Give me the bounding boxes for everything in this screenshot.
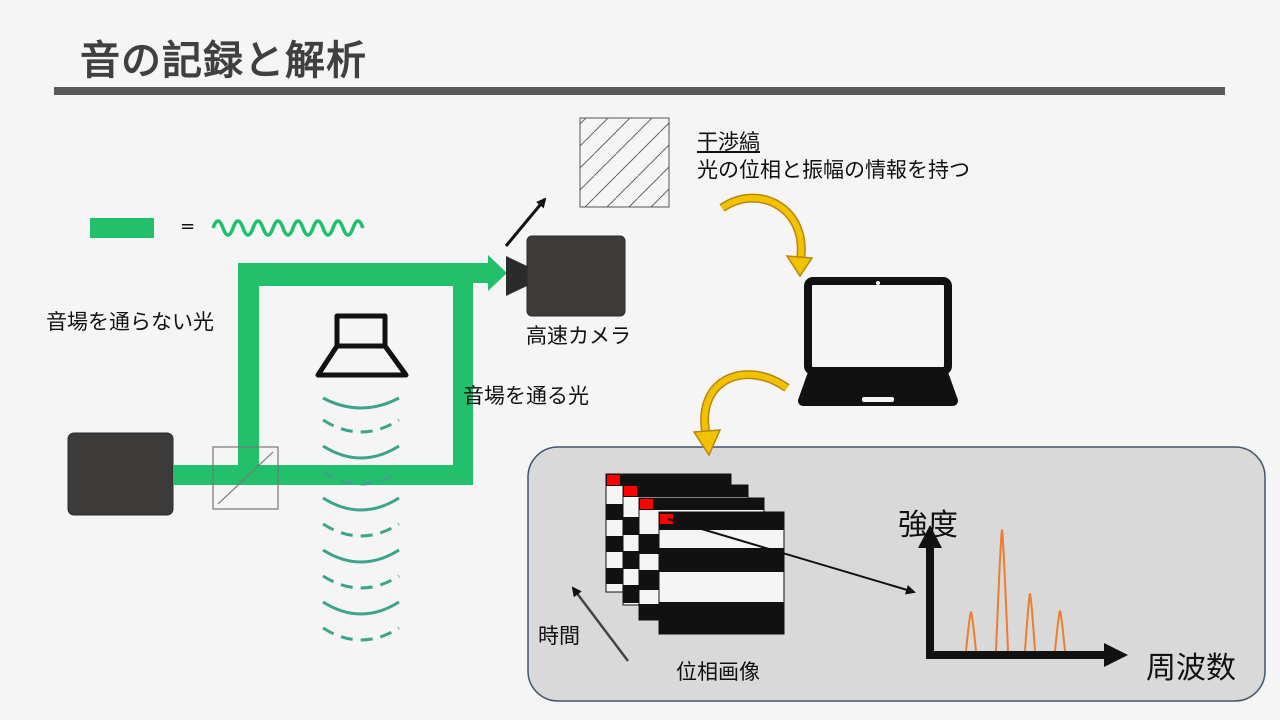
speaker-icon: [315, 313, 409, 378]
label-intensity-axis: 強度: [898, 508, 958, 543]
label-light-through-field: 音場を通る光: [463, 384, 589, 408]
label-interferogram-desc: 光の位相と振幅の情報を持つ: [697, 158, 970, 182]
camera-output-arrow: [504, 197, 547, 247]
label-interferogram-title: 干渉縞: [697, 130, 760, 154]
camera-icon: [506, 235, 626, 317]
label-light-no-field: 音場を通らない光: [46, 310, 214, 334]
spectrum-peaks: [965, 528, 1066, 652]
phase-image-frame: [658, 511, 785, 635]
pixel-marker: [624, 486, 637, 496]
label-camera: 高速カメラ: [526, 324, 631, 348]
interferogram-image: [579, 117, 670, 208]
pixel-to-spectrum-arrow: [667, 518, 916, 595]
phase-image-stack: [605, 473, 785, 635]
label-frequency-axis: 周波数: [1146, 651, 1236, 686]
laser-source: [67, 432, 174, 516]
beam-splitter-icon: [212, 446, 279, 510]
legend-wave: [211, 219, 365, 237]
pixel-marker: [607, 475, 620, 485]
label-phase-images: 位相画像: [676, 660, 760, 684]
flow-arrow-to-laptop: [719, 193, 814, 278]
page-title: 音の記録と解析: [80, 38, 367, 84]
laptop-icon: [798, 277, 958, 406]
sound-waves: [322, 396, 400, 642]
label-time-axis: 時間: [538, 624, 580, 648]
light-beam-paths: [173, 255, 507, 485]
spectrum-axes: [918, 525, 1128, 667]
flow-arrow-to-analysis: [692, 370, 790, 457]
title-divider: [54, 87, 1225, 95]
time-arrow: [571, 586, 629, 662]
pixel-marker: [660, 514, 673, 524]
legend-beam: [90, 218, 154, 238]
pixel-marker: [640, 499, 653, 509]
legend-equals: =: [180, 216, 196, 237]
